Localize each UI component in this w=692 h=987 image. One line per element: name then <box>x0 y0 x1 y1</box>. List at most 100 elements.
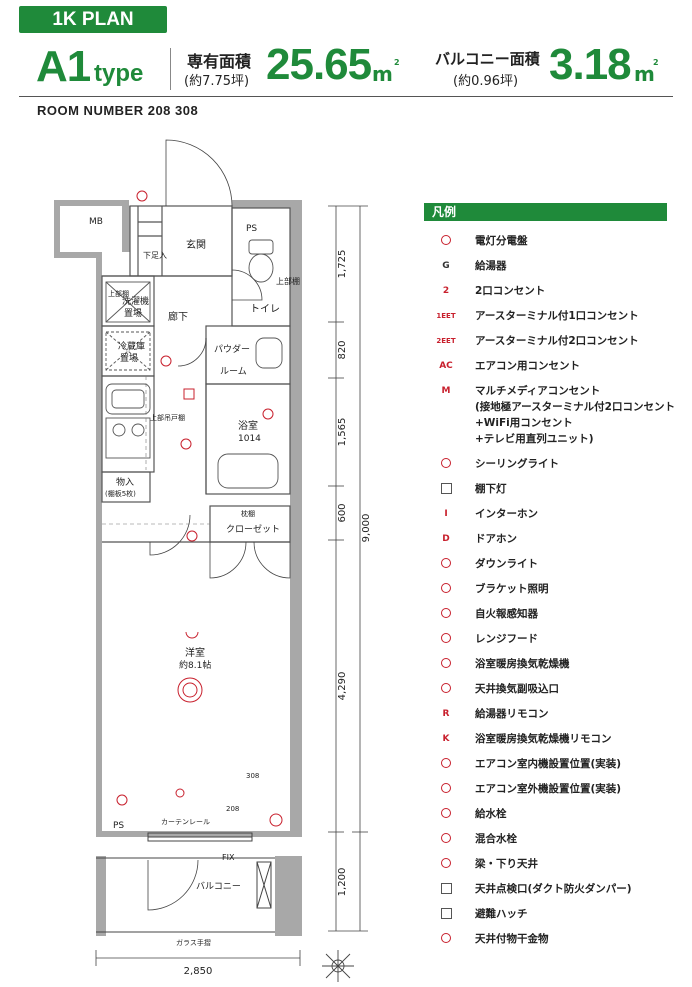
exterior-walls <box>54 200 302 936</box>
legend-label: ダウンライト <box>475 558 538 570</box>
room-monoire-note: (棚板5枚) <box>105 489 136 498</box>
interior-walls <box>101 205 291 543</box>
legend-symbol: M <box>441 386 451 396</box>
ceiling-hatch-icon <box>426 883 466 901</box>
legend-item: 棚下灯 <box>426 482 676 502</box>
room-jobu-dana-left: 上部棚 <box>108 289 129 298</box>
bath-dryer-icon <box>426 658 466 676</box>
legend-label: 自火報感知器 <box>475 608 538 620</box>
legend-item: G 給湯器 <box>426 259 676 279</box>
legend-item: 天井点検口(ダクト防火ダンパー) <box>426 882 676 902</box>
legend-label: エアコン用コンセント <box>475 360 580 372</box>
legend-label: 給湯器 <box>475 260 507 272</box>
ac-outlet-icon: AC <box>426 360 466 378</box>
room-curtain: カーテンレール <box>161 818 210 826</box>
exclusive-area-label: 専有面積 <box>187 52 252 71</box>
room-yoshitsu: 洋室 <box>185 646 205 659</box>
bath-remote-icon: K <box>426 733 466 751</box>
room-jobu-tsuriito: 上部吊戸棚 <box>150 413 185 422</box>
legend-label: 梁・下り天井 <box>475 858 538 870</box>
ceiling-vent-icon <box>426 683 466 701</box>
legend-symbol: G <box>442 261 450 271</box>
balcony-area-tsubo: (約0.96坪) <box>453 74 519 89</box>
escape-hatch-icon <box>426 908 466 926</box>
dimension-2: 820 <box>337 340 348 359</box>
fire-alarm-icon <box>426 608 466 626</box>
room-sentakuki-1: 洗濯機 <box>122 295 149 307</box>
legend-item: D ドアホン <box>426 532 676 552</box>
room-shitaashi: 下足入 <box>143 251 167 260</box>
dimension-lines <box>95 205 368 966</box>
electrical-symbols <box>116 190 283 827</box>
ceiling-light-icon <box>426 458 466 476</box>
type-letter: A1 <box>36 42 91 91</box>
water-tap-icon <box>426 808 466 826</box>
legend-label: エアコン室内機設置位置(実装) <box>475 758 622 770</box>
legend-symbol: 2EET <box>436 337 456 345</box>
room-makura-dana: 枕棚 <box>241 509 255 518</box>
legend-item: 混合水栓 <box>426 832 676 852</box>
ceiling-fixture-icon <box>426 933 466 951</box>
balcony-area-value: 3.18 <box>549 40 632 89</box>
dim-308: 308 <box>246 772 259 780</box>
room-genkan: 玄関 <box>186 238 206 251</box>
room-balcony: バルコニー <box>196 881 241 892</box>
distribution-board-icon <box>426 235 466 253</box>
dimension-1: 1,725 <box>337 250 348 279</box>
legend-label: 避難ハッチ <box>475 908 528 920</box>
legend-item: エアコン室内機設置位置(実装) <box>426 757 676 777</box>
legend-item: 2EET アースターミナル付2口コンセント <box>426 334 676 354</box>
room-yoshitsu-size: 約8.1帖 <box>179 659 211 671</box>
legend-item: 避難ハッチ <box>426 907 676 927</box>
room-jobu-dana: 上部棚 <box>276 276 300 286</box>
dimension-5: 4,290 <box>337 672 348 701</box>
room-reizoko-2: 置場 <box>120 352 138 364</box>
room-fix: FIX <box>222 853 235 862</box>
type-word: type <box>94 60 144 87</box>
legend-item: 天井付物干金物 <box>426 932 676 952</box>
dimension-4: 600 <box>337 503 348 522</box>
legend-label: シーリングライト <box>475 458 559 470</box>
heater-remote-icon: R <box>426 708 466 726</box>
room-toilet: トイレ <box>250 304 280 315</box>
room-glass-tesuri: ガラス手摺 <box>176 938 211 947</box>
legend-item: 梁・下り天井 <box>426 857 676 877</box>
legend-item: AC エアコン用コンセント <box>426 359 676 379</box>
dimension-3: 1,565 <box>337 418 348 447</box>
range-hood-icon <box>426 633 466 651</box>
room-number: ROOM NUMBER 208 308 <box>37 103 199 118</box>
legend-label: エアコン室外機設置位置(実装) <box>475 783 622 795</box>
legend-sublabel: +テレビ用直列ユニット) <box>475 433 594 445</box>
room-powder-1: パウダー <box>214 343 250 355</box>
shelf-light-icon <box>426 483 466 501</box>
intercom-icon: I <box>426 508 466 526</box>
balcony-area-unit: m <box>634 62 655 86</box>
legend-sublabel: +WiFi用コンセント <box>475 417 573 429</box>
earth-outlet-single-icon: 1EET <box>426 310 466 328</box>
legend-item: シーリングライト <box>426 457 676 477</box>
legend-symbol: K <box>442 734 450 744</box>
exclusive-area-unit: m <box>372 62 393 86</box>
room-mb: MB <box>89 217 103 227</box>
legend-symbol: R <box>442 709 450 719</box>
header-rule <box>19 96 673 97</box>
legend-item: レンジフード <box>426 632 676 652</box>
earth-outlet-double-icon: 2EET <box>426 335 466 353</box>
fixtures <box>105 239 283 489</box>
legend-label: ドアホン <box>475 533 517 545</box>
header-divider <box>170 48 171 90</box>
room-sentakuki-2: 置場 <box>124 307 142 319</box>
legend-label: 浴室暖房換気乾燥機 <box>475 658 570 670</box>
room-ps-top: PS <box>246 224 257 234</box>
legend-label: アースターミナル付2口コンセント <box>475 335 639 347</box>
legend-label: 電灯分電盤 <box>475 235 528 247</box>
legend-item: 給水栓 <box>426 807 676 827</box>
legend-symbol: D <box>442 534 450 544</box>
windows <box>96 832 275 933</box>
room-reizoko-1: 冷蔵庫 <box>118 340 145 352</box>
legend-item: 電灯分電盤 <box>426 234 676 254</box>
